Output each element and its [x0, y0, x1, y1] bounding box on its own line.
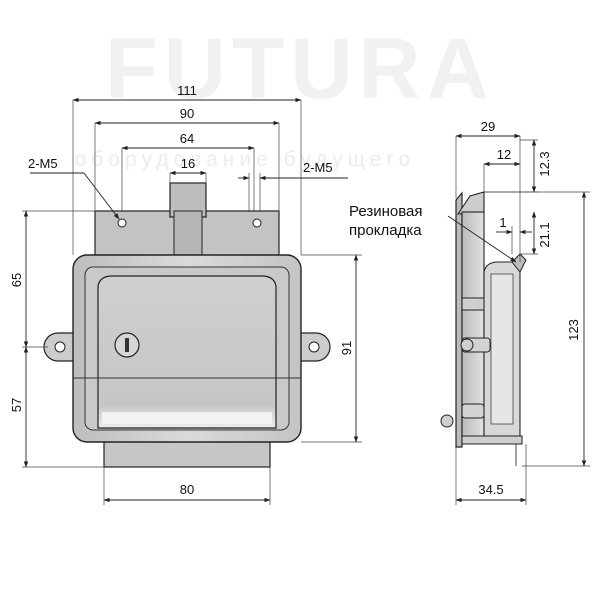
dim-hole-spacing: 90	[180, 106, 194, 121]
dim-tongue-width: 16	[181, 156, 195, 171]
thread-callout-left: 2-M5	[28, 156, 58, 171]
latch-handle	[97, 275, 277, 429]
watermark-tagline: оборудование будущего	[75, 148, 416, 171]
dim-side-top-height: 12.3	[537, 151, 552, 176]
front-dimensions: 111 90 64 16 2-M5 2-M5 65 57	[9, 83, 362, 505]
side-flange	[455, 191, 463, 448]
bottom-tab	[103, 439, 271, 468]
ear-left-hole	[54, 341, 66, 353]
dim-bottom-width: 80	[180, 482, 194, 497]
watermark-brand: FUTURA	[105, 21, 495, 117]
dim-side-flange-height: 21.1	[537, 222, 552, 247]
gasket-leader	[447, 215, 517, 263]
side-dimensions: 29 12 12.3 1 21.1 123 34.5 Резиновая про…	[349, 119, 590, 505]
ear-right-hole	[308, 341, 320, 353]
dim-upper-height: 65	[9, 273, 24, 287]
dim-gasket-gap: 1	[499, 215, 506, 230]
side-housing-inner	[490, 273, 514, 425]
side-view	[440, 191, 527, 466]
gasket-label-line2: прокладка	[349, 222, 422, 239]
dim-side-depth-top: 29	[481, 119, 495, 134]
dim-side-offset: 12	[497, 147, 511, 162]
dim-slot-width: 64	[180, 131, 194, 146]
side-screw-upper	[461, 297, 485, 311]
side-screw-lower	[461, 403, 485, 419]
side-screw-lower-head	[440, 414, 454, 428]
thread-callout-right: 2-M5	[303, 160, 333, 175]
dim-lower-height: 57	[9, 398, 24, 412]
dim-body-height: 91	[339, 341, 354, 355]
mounting-hole-right	[252, 218, 262, 228]
handle-highlight	[102, 412, 272, 424]
dim-overall-width: 111	[177, 83, 197, 98]
side-screw-middle-head	[460, 338, 474, 352]
side-bottom-lip	[461, 435, 523, 445]
mounting-hole-left	[117, 218, 127, 228]
front-view	[43, 182, 331, 468]
dim-side-total-depth: 34.5	[478, 482, 503, 497]
latch-tongue-shaft	[173, 210, 203, 262]
gasket-label-line1: Резиновая	[349, 203, 423, 220]
dim-side-total-height: 123	[566, 319, 581, 341]
key-slot	[125, 338, 129, 352]
